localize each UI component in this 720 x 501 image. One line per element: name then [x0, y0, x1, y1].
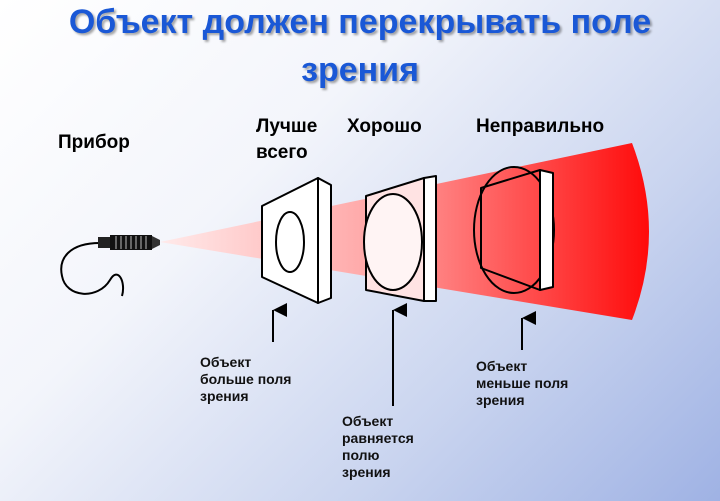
note-equal-line: равняется: [342, 430, 414, 446]
label-best-line-2: всего: [256, 142, 308, 163]
note-smaller-line: меньше поля: [476, 375, 569, 391]
object-larger-than-field: [261, 177, 332, 304]
device-cable: [60, 242, 124, 297]
note-smaller-line: Объект: [476, 358, 528, 374]
note-smaller-line: зрения: [476, 392, 525, 408]
note-larger: Объект больше поля зрения: [200, 354, 291, 405]
label-device: Прибор: [58, 132, 130, 153]
note-equal: Объект равняется полю зрения: [342, 413, 414, 481]
object-smaller-than-field: [473, 166, 555, 294]
title-line-2: зрения: [301, 51, 419, 89]
note-equal-line: Объект: [342, 413, 394, 429]
label-wrong: Неправильно: [476, 116, 605, 137]
device-icon: [98, 235, 160, 250]
note-equal-line: полю: [342, 447, 380, 463]
note-equal-line: зрения: [342, 464, 391, 480]
label-best-line-1: Лучше: [256, 116, 318, 137]
label-good: Хорошо: [347, 116, 422, 137]
note-larger-line: Объект: [200, 354, 252, 370]
note-larger-line: зрения: [200, 388, 249, 404]
object-equal-to-field: [363, 175, 437, 302]
note-smaller: Объект меньше поля зрения: [476, 358, 568, 409]
title-line-1: Объект должен перекрывать поле: [68, 3, 652, 41]
note-larger-line: больше поля: [200, 371, 292, 387]
